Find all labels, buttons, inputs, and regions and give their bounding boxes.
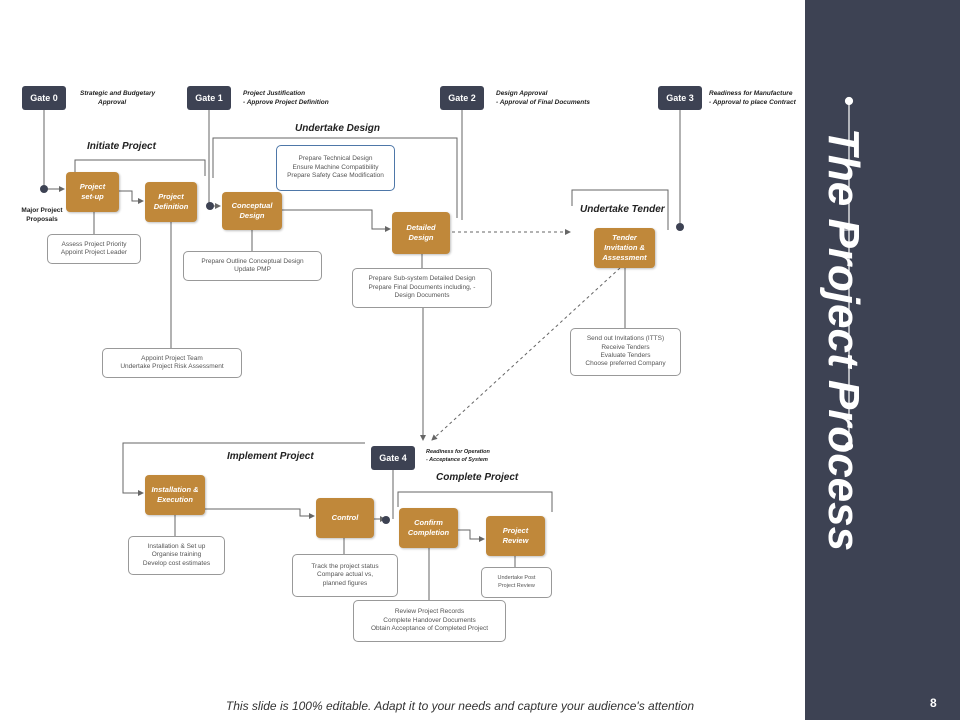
- gate-2: Gate 2: [440, 86, 484, 110]
- gate-4-note: Readiness for Operation- Acceptance of S…: [426, 449, 490, 464]
- gate-2-note-line: - Approval of Final Documents: [496, 99, 591, 107]
- step-installation-execution: Installation &Execution: [145, 475, 205, 515]
- note-line: Appoint Project Team: [141, 354, 203, 362]
- start-label-line: Proposals: [26, 216, 58, 224]
- phase-implement: Implement Project: [227, 451, 314, 462]
- gate-1-note: Project Justification - Approve Project D…: [243, 89, 329, 107]
- step-label: Confirm: [414, 518, 443, 528]
- footer: This slide is 100% editable. Adapt it to…: [0, 699, 960, 713]
- note-line: Develop cost estimates: [142, 559, 211, 567]
- gate-3-note: Readiness for Manufacture - Approval to p…: [709, 89, 796, 107]
- gate-3: Gate 3: [658, 86, 702, 110]
- note-line: Track the project status: [311, 562, 379, 570]
- gate-1: Gate 1: [187, 86, 231, 110]
- gate-0-note-line: Strategic and Budgetary: [80, 90, 156, 97]
- gate-2-note: Design Approval - Approval of Final Docum…: [496, 89, 590, 107]
- note-line: Prepare Safety Case Modification: [287, 172, 384, 180]
- step-label: Project: [79, 182, 106, 192]
- sidebar-decoration: [843, 96, 855, 451]
- note-line: Receive Tenders: [601, 343, 650, 351]
- step-label: Installation &: [151, 485, 199, 495]
- note-line: Undertake Post: [497, 575, 536, 582]
- note-line: Assess Project Priority: [61, 240, 127, 248]
- note-line: Prepare Sub-system Detailed Design: [368, 275, 476, 283]
- step-label: Control: [331, 513, 359, 523]
- note-line: Appoint Project Leader: [60, 249, 128, 256]
- note-line: Installation & Set up: [147, 542, 206, 550]
- gate-0-note-line: Approval: [98, 99, 127, 107]
- note-line: Update PMP: [234, 266, 271, 273]
- start-label-line: Major Project: [21, 207, 63, 214]
- note-line: Organise training: [151, 551, 202, 559]
- note-line: Complete Handover Documents: [383, 616, 476, 624]
- step-label: Tender: [612, 233, 637, 243]
- note-line: Prepare Outline Conceptual Design: [201, 257, 304, 265]
- phase-design: Undertake Design: [295, 123, 381, 134]
- step-label: Detailed: [406, 223, 436, 233]
- note-line: Send out Invitations (ITTS): [586, 335, 665, 343]
- gate-3-note-line: Readiness for Manufacture: [709, 90, 793, 97]
- sidebar: [805, 0, 960, 720]
- start-label: Major Project Proposals: [12, 206, 72, 224]
- gate-1-note-line: Project Justification: [243, 90, 306, 97]
- note-line: Project Review: [498, 582, 535, 589]
- gate-1-note-line: - Approve Project Definition: [243, 99, 329, 107]
- note-line: Obtain Acceptance of Completed Project: [370, 625, 489, 633]
- phase-initiate: Initiate Project: [87, 141, 156, 152]
- step-label: Invitation &: [604, 243, 645, 253]
- step-label: Assessment: [602, 252, 647, 262]
- step-label: set-up: [81, 192, 104, 201]
- footer-text: This slide is 100% editable. Adapt it to…: [225, 699, 695, 713]
- gate-4-note-line: - Acceptance of System: [426, 456, 488, 463]
- sidebar-title-text: The Project Process: [819, 128, 868, 552]
- gate-0: Gate 0: [22, 86, 66, 110]
- step-label: Conceptual: [231, 201, 273, 211]
- gate-4-note-line: Readiness for Operation: [426, 449, 490, 455]
- note-tender: Send out Invitations (ITTS)Receive Tende…: [570, 328, 681, 376]
- note-line: Evaluate Tenders: [600, 352, 651, 359]
- step-label: Execution: [157, 495, 193, 504]
- note-line: planned figures: [322, 579, 368, 587]
- step-label: Design: [239, 211, 265, 220]
- phase-complete: Complete Project: [436, 472, 519, 483]
- gate-4: Gate 4: [371, 446, 415, 470]
- note-line: Compare actual vs,: [317, 571, 373, 579]
- phase-tender: Undertake Tender: [580, 204, 665, 215]
- step-label: Design: [408, 233, 434, 242]
- step-label: Definition: [153, 202, 189, 211]
- note-line: Undertake Project Risk Assessment: [120, 363, 224, 370]
- step-label: Review: [502, 536, 529, 545]
- page-number: 8: [930, 696, 937, 710]
- step-label: Project: [158, 192, 184, 202]
- note-line: Prepare Final Documents including, -: [368, 283, 476, 291]
- note-line: Prepare Technical Design: [298, 155, 373, 163]
- step-control: Control: [316, 498, 374, 538]
- note-line: Ensure Machine Compatibility: [292, 163, 379, 171]
- step-label: Project: [502, 526, 529, 536]
- note-line: Choose preferred Company: [585, 360, 666, 368]
- gate-3-note-line: - Approval to place Contract: [709, 99, 796, 107]
- note-line: Design Documents: [394, 292, 450, 300]
- step-label: Completion: [407, 528, 450, 537]
- gate-2-note-line: Design Approval: [496, 90, 548, 97]
- note-line: Review Project Records: [394, 608, 465, 616]
